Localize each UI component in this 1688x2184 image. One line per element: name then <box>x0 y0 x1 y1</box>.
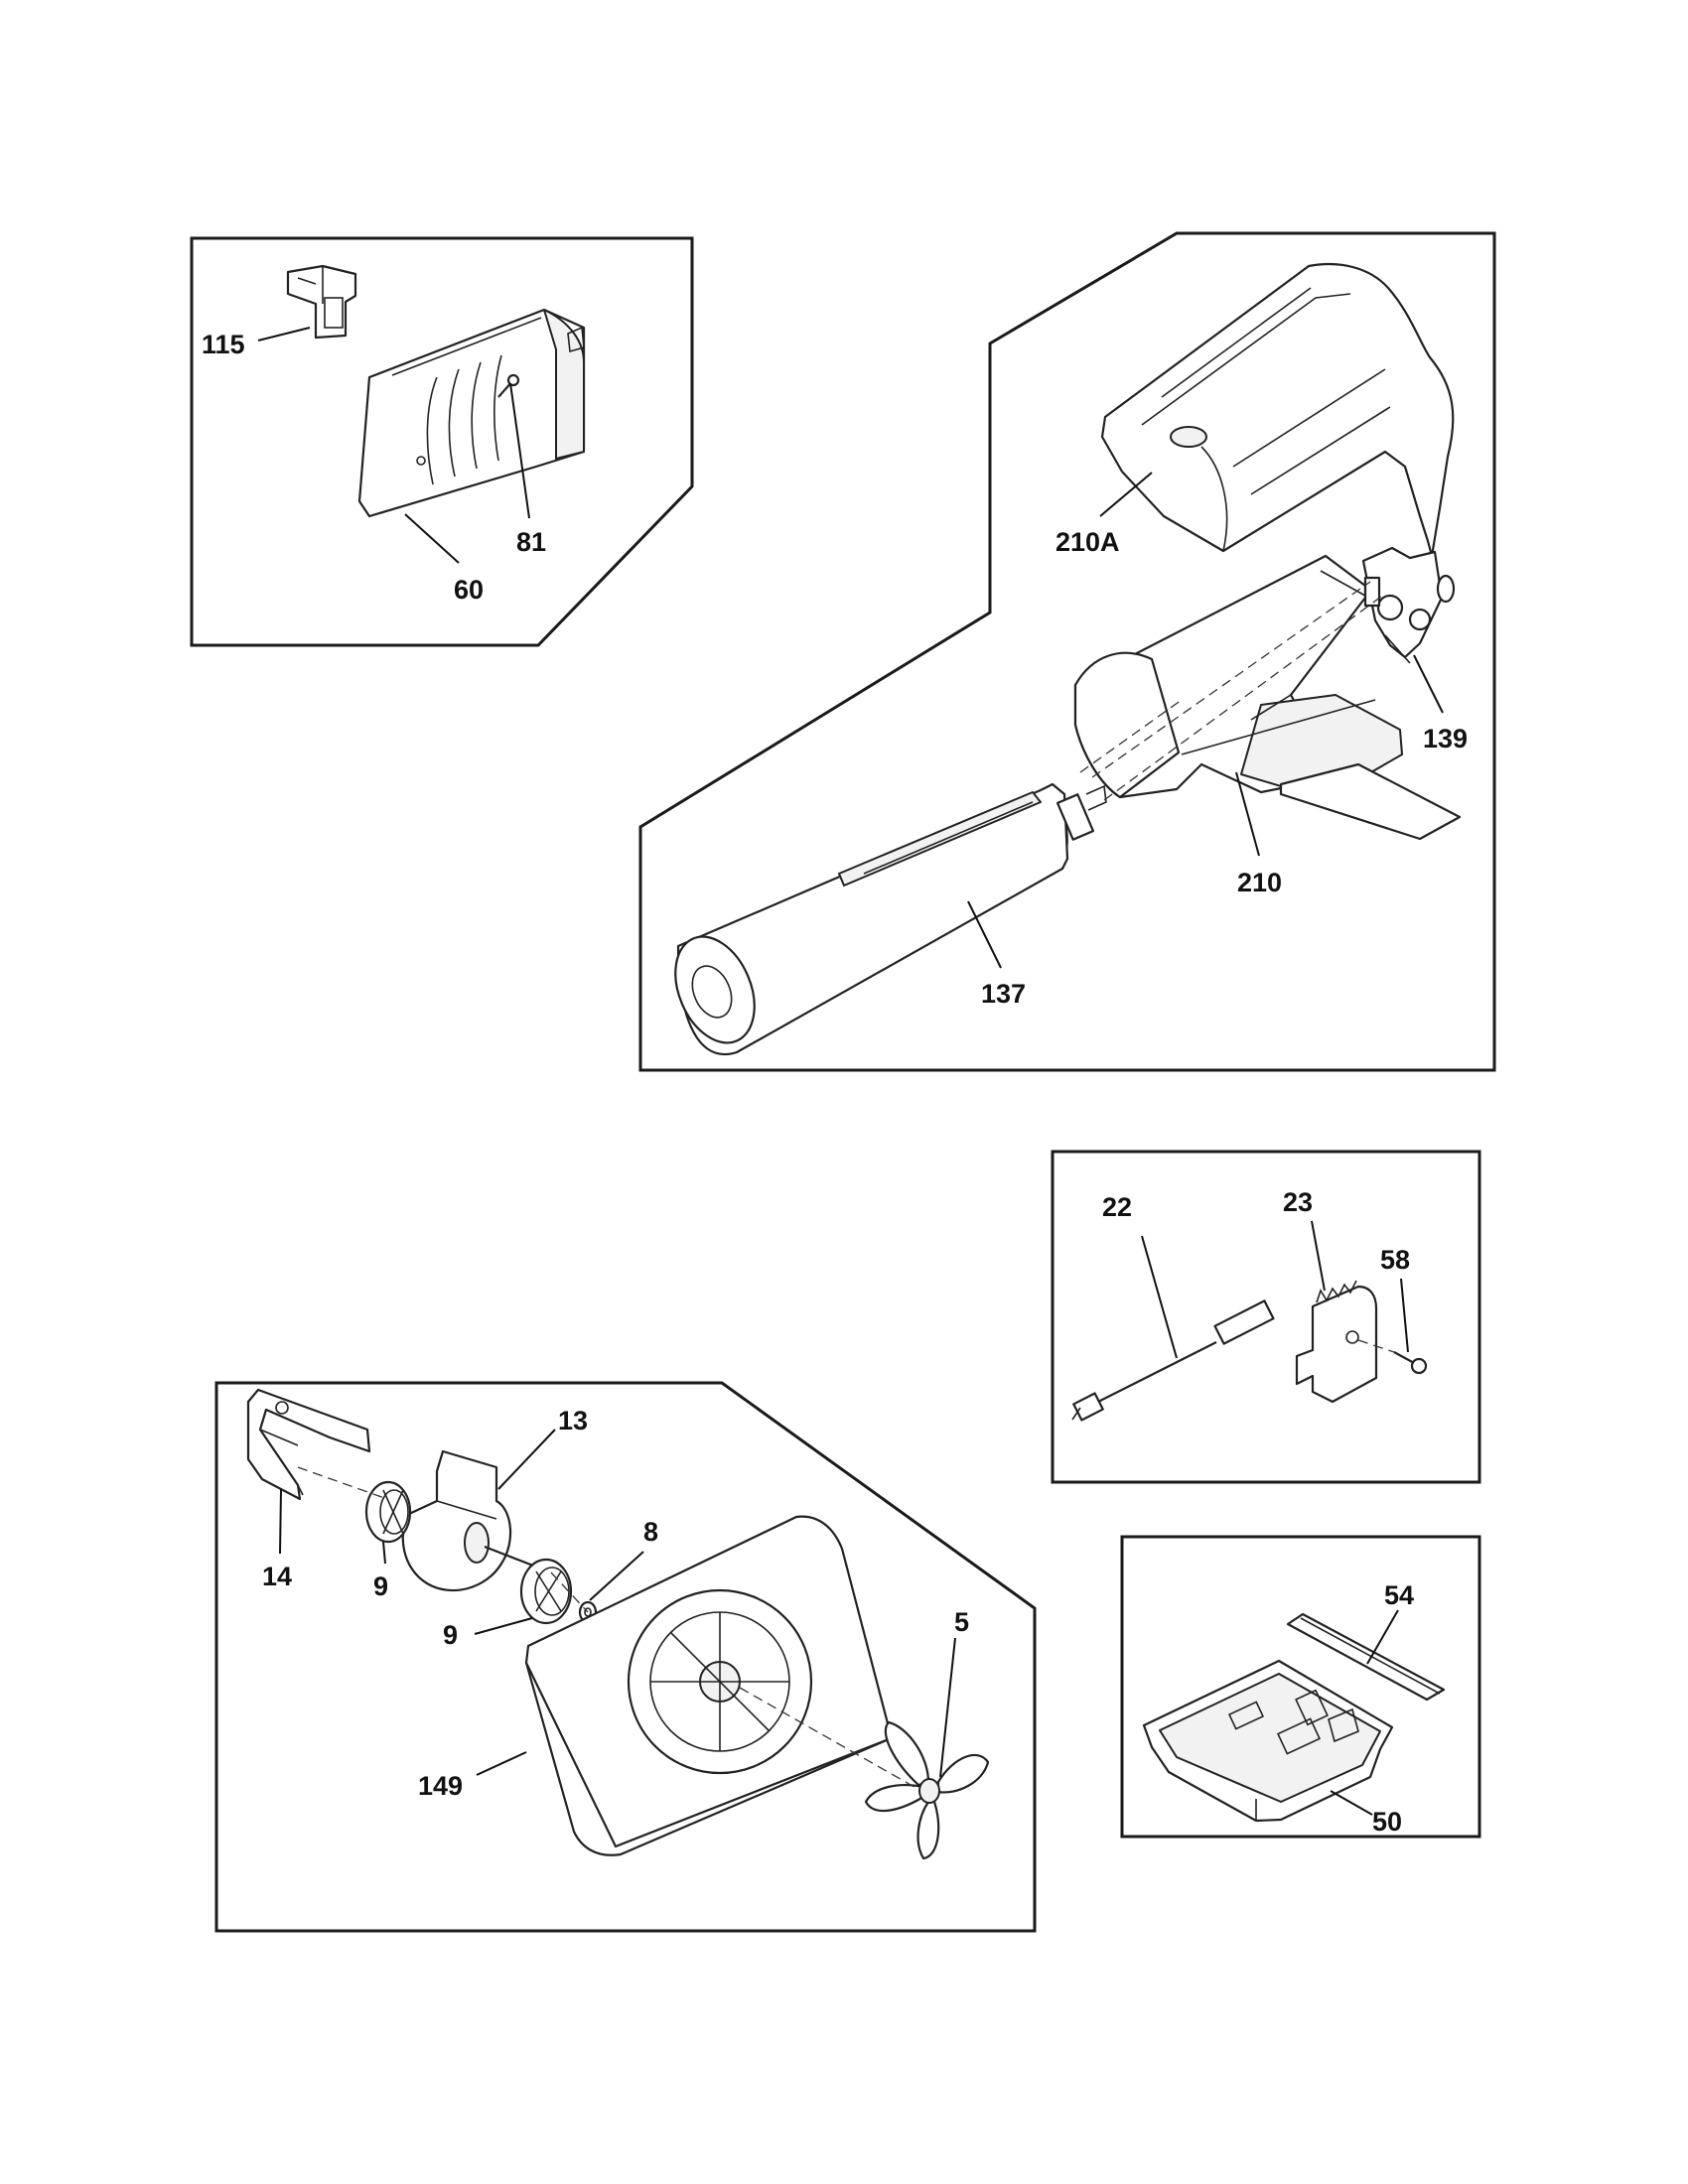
callout-210: 210 <box>1237 868 1282 897</box>
part-210A-upper-cover <box>1100 262 1455 558</box>
part-9-bushing-left <box>364 1480 412 1544</box>
callout-54: 54 <box>1384 1580 1414 1610</box>
part-9-bushing-right <box>519 1558 573 1625</box>
leader-60 <box>404 513 460 564</box>
part-13-motor <box>401 1449 552 1592</box>
part-137-filter <box>674 782 1107 1055</box>
leader-50 <box>1330 1790 1373 1816</box>
callout-9a: 9 <box>373 1571 388 1601</box>
callout-60: 60 <box>454 575 484 605</box>
leader-9b <box>474 1617 533 1635</box>
leader-9a <box>382 1541 386 1565</box>
panel-water-filter: 210A 139 210 137 <box>638 231 1496 1072</box>
panel-fan-assembly: 14 9 13 8 9 5 149 <box>214 1381 1037 1933</box>
leader-139 <box>1413 654 1444 714</box>
assembly-line <box>1091 581 1371 778</box>
part-210-housing <box>1073 554 1462 841</box>
leader-81 <box>509 382 530 519</box>
panel-control-housing: 115 81 60 <box>190 236 694 647</box>
panel-thermistor: 22 23 58 <box>1051 1150 1481 1484</box>
panel-frame <box>190 236 694 647</box>
callout-58: 58 <box>1380 1245 1410 1275</box>
leader-5 <box>939 1637 956 1778</box>
leader-210A <box>1099 472 1153 517</box>
callout-14: 14 <box>262 1562 292 1591</box>
leader-14 <box>279 1488 282 1555</box>
part-60-housing <box>357 308 586 518</box>
callout-210A: 210A <box>1055 527 1120 557</box>
assembly-line <box>1103 593 1386 801</box>
assembly-line <box>1357 1339 1395 1353</box>
callout-50: 50 <box>1372 1807 1402 1837</box>
panel-frame <box>1120 1535 1481 1839</box>
part-5-fan-blade <box>864 1720 990 1860</box>
part-139-valve <box>1361 546 1456 664</box>
assembly-line <box>739 1687 920 1791</box>
callout-139: 139 <box>1423 724 1468 753</box>
part-22-sensor <box>1071 1299 1275 1422</box>
part-14-bracket <box>246 1388 371 1501</box>
callout-8: 8 <box>643 1517 658 1547</box>
assembly-line <box>550 1571 589 1613</box>
callout-149: 149 <box>418 1771 463 1801</box>
leader-13 <box>497 1429 556 1490</box>
callout-5: 5 <box>954 1607 969 1637</box>
leader-137 <box>967 900 1002 969</box>
part-58-screw <box>1393 1351 1428 1375</box>
part-54-strip <box>1286 1612 1446 1702</box>
callout-9b: 9 <box>443 1620 458 1650</box>
panel-frame <box>1051 1150 1481 1484</box>
leader-210 <box>1235 771 1260 857</box>
part-23-cover <box>1295 1280 1378 1404</box>
callout-81: 81 <box>516 527 546 557</box>
part-149-shroud <box>524 1515 891 1856</box>
callout-23: 23 <box>1283 1187 1313 1217</box>
callout-13: 13 <box>558 1406 588 1435</box>
leader-22 <box>1141 1235 1178 1359</box>
callout-115: 115 <box>202 330 245 359</box>
part-115-connector <box>286 264 357 340</box>
leader-58 <box>1400 1278 1409 1353</box>
callout-22: 22 <box>1102 1192 1132 1222</box>
assembly-line <box>1079 699 1183 773</box>
callout-137: 137 <box>981 979 1026 1009</box>
panel-tray: 54 50 <box>1120 1535 1481 1839</box>
leader-8 <box>589 1551 644 1601</box>
panel-frame <box>214 1381 1037 1933</box>
leader-23 <box>1311 1220 1326 1292</box>
panel-frame <box>638 231 1496 1072</box>
leader-149 <box>476 1751 527 1776</box>
leader-115 <box>257 327 311 341</box>
assembly-line <box>297 1466 388 1500</box>
leader-54 <box>1366 1609 1399 1665</box>
part-50-tray <box>1142 1659 1394 1823</box>
